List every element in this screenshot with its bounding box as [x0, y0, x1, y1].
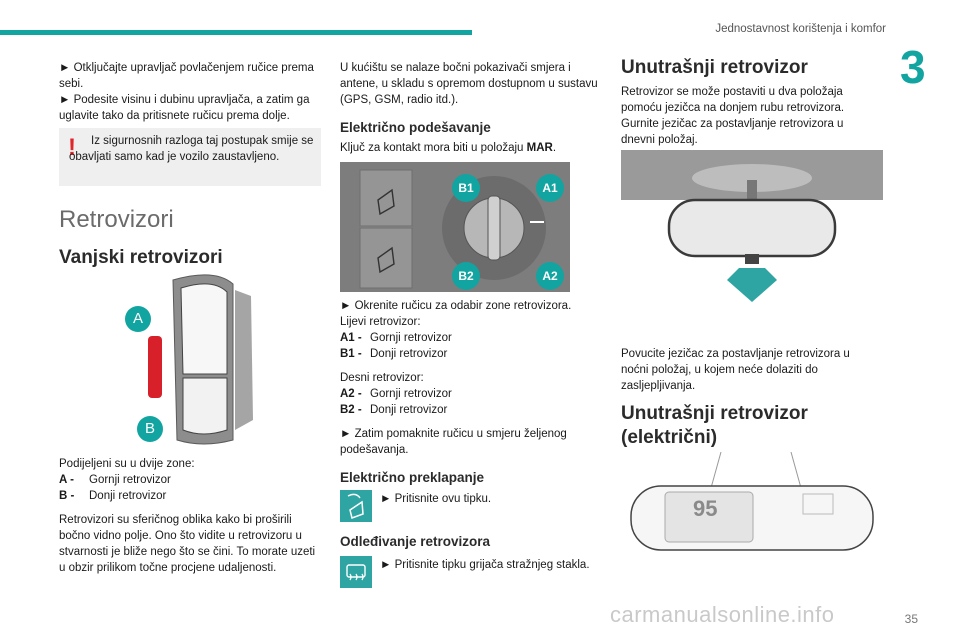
key-position: MAR	[526, 142, 553, 154]
right-mirror-label: Desni retrovizor:	[340, 372, 424, 384]
exterior-mirror-drawing	[148, 274, 253, 445]
step-unlock: ► Otključajte upravljač povlačenjem ruči…	[59, 62, 314, 90]
zone-text: Gornji retrovizor	[370, 388, 452, 400]
chapter-number: 3	[900, 41, 926, 93]
move-knob-step: ► Zatim pomaknite ručicu u smjeru željen…	[340, 428, 567, 456]
electric-adjust-title: Električno podešavanje	[340, 120, 491, 135]
electric-mirror-drawing	[630, 451, 874, 551]
rear-defrost-glyph	[346, 564, 366, 581]
defrost-title: Odleđivanje retrovizora	[340, 534, 491, 549]
header-accent-bar	[0, 30, 472, 35]
zone-key: B2 -	[340, 404, 362, 416]
callout-b2: B2	[452, 262, 480, 290]
step-adjust: ► Podesite visinu i dubinu upravljača, a…	[59, 94, 310, 122]
interior-mirror-illustration	[621, 150, 883, 302]
zone-row: A - Gornji retrovizor	[59, 472, 171, 488]
zone-text: Gornji retrovizor	[370, 332, 452, 344]
callout-b1: B1	[452, 174, 480, 202]
mirror-control-drawing	[359, 169, 546, 289]
key-prefix: Ključ za kontakt mora biti u položaju	[340, 142, 527, 154]
zone-key: B -	[59, 490, 75, 502]
zone-text: Donji retrovizor	[89, 490, 167, 502]
housing-intro: U kućištu se nalaze bočni pokazivači smj…	[340, 62, 598, 106]
turn-knob-step: ► Okrenite ručicu za odabir zone retrovi…	[340, 300, 572, 312]
left-mirror-label: Lijevi retrovizor:	[340, 316, 421, 328]
zone-row: A1 - Gornji retrovizor	[340, 330, 452, 346]
callout-b: B	[137, 416, 163, 442]
fold-title: Električno preklapanje	[340, 470, 485, 485]
zone-key: A2 -	[340, 388, 362, 400]
fold-instruction: ► Pritisnite ovu tipku.	[380, 493, 492, 505]
callout-a: A	[125, 306, 151, 332]
interior-mirror-text: Retrovizor se može postaviti u dva polož…	[621, 86, 845, 146]
callout-a1: A1	[536, 174, 564, 202]
mirror-control-illustration: B1 A1 B2 A2	[340, 162, 570, 292]
warning-text: Iz sigurnosnih razloga taj postupak smij…	[69, 135, 314, 163]
zone-row: B1 - Donji retrovizor	[340, 346, 447, 362]
section-title: Retrovizori	[59, 206, 174, 233]
mirror-display-value: 95	[693, 496, 718, 521]
running-title: Jednostavnost korištenja i komfor	[715, 23, 886, 35]
exterior-mirror-illustration: A B	[125, 270, 263, 450]
interior-mirror-drawing	[621, 150, 883, 302]
zone-key: A -	[59, 474, 74, 486]
key-position-text: Ključ za kontakt mora biti u položaju MA…	[340, 140, 556, 156]
zone-row: B - Donji retrovizor	[59, 488, 166, 504]
subsection-title: Vanjski retrovizori	[59, 247, 223, 268]
rear-defrost-icon	[340, 556, 372, 588]
zone-key: A1 -	[340, 332, 362, 344]
page-number: 35	[904, 612, 918, 626]
key-suffix: .	[552, 142, 557, 154]
fold-mirror-glyph	[347, 493, 364, 519]
zone-row: A2 - Gornji retrovizor	[340, 386, 452, 402]
watermark: carmanualsonline.info	[610, 602, 835, 627]
electric-interior-mirror-title: Unutrašnji retrovizor (električni)	[621, 403, 808, 448]
defrost-instruction: ► Pritisnite tipku grijača stražnjeg sta…	[380, 559, 590, 571]
zone-text: Gornji retrovizor	[89, 474, 171, 486]
zone-key: B1 -	[340, 348, 362, 360]
warning-box: ! Iz sigurnosnih razloga taj postupak sm…	[59, 128, 321, 186]
zones-intro: Podijeljeni su u dvije zone:	[59, 458, 195, 470]
fold-mirror-icon	[340, 490, 372, 522]
callout-a2: A2	[536, 262, 564, 290]
night-position-text: Povucite jezičac za postavljanje retrovi…	[621, 348, 850, 392]
electric-mirror-illustration: 95	[623, 451, 883, 554]
zone-text: Donji retrovizor	[370, 404, 448, 416]
spherical-note: Retrovizori su sferičnog oblika kako bi …	[59, 514, 316, 574]
warning-exclamation-icon: !	[68, 134, 76, 161]
interior-mirror-title: Unutrašnji retrovizor	[621, 57, 808, 78]
zone-text: Donji retrovizor	[370, 348, 448, 360]
zone-row: B2 - Donji retrovizor	[340, 402, 447, 418]
